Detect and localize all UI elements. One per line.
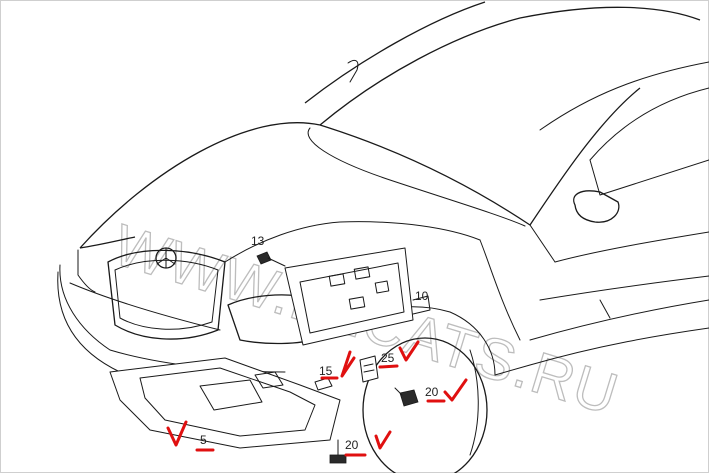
callout-10: 10 [415, 289, 429, 303]
a-pillar-line [304, 1, 486, 104]
part-13-bolt [256, 251, 286, 267]
callout-25: 25 [381, 351, 395, 365]
car-body [57, 1, 709, 376]
checkmark [340, 350, 356, 378]
part-20-screw-lower [329, 439, 347, 464]
shield-slot [374, 280, 390, 294]
callout-20-lower: 20 [345, 438, 359, 452]
screw-head [329, 454, 347, 464]
hood-leading-edge [79, 122, 321, 249]
door-handle [599, 299, 611, 319]
front-corner [77, 249, 96, 293]
shield-slot [328, 273, 346, 287]
bracket-detail [363, 363, 375, 373]
shield-plate [284, 247, 414, 346]
windshield-top [319, 6, 701, 126]
part-10-shield [284, 247, 431, 346]
callout-15: 15 [319, 364, 333, 378]
bracket-body [359, 355, 379, 383]
shield-slot [353, 266, 371, 280]
underline-25 [378, 364, 399, 369]
callout-5: 5 [200, 433, 207, 447]
roof-line [539, 61, 709, 131]
callouts: 13 10 15 25 20 20 5 [200, 234, 439, 452]
screw-shank [394, 387, 403, 396]
red-annotations [166, 340, 468, 457]
part-25-bracket [359, 355, 379, 383]
side-crease [529, 299, 709, 341]
door-line [554, 231, 709, 263]
front-wheel [362, 337, 488, 473]
wiper-nozzle [347, 59, 359, 83]
emblem-star-icon [156, 247, 176, 269]
bolt-shank [267, 257, 286, 267]
side-window-top [589, 87, 709, 161]
callout-20-upper: 20 [425, 385, 439, 399]
tire [362, 337, 488, 473]
checkmark [443, 378, 468, 402]
underbody-panel [109, 357, 341, 449]
tire-tread [469, 349, 479, 456]
shield-inner-frame [299, 262, 405, 334]
grille-inner [114, 259, 219, 330]
windshield-bottom [319, 87, 641, 226]
underbody-mount [254, 371, 284, 389]
shield-slot [348, 296, 366, 310]
callout-13: 13 [251, 234, 265, 248]
sill-line [494, 327, 709, 376]
checkmark [398, 340, 420, 362]
underbody-panel-inner [139, 367, 316, 437]
clip-body [314, 377, 333, 391]
grille-outer [107, 249, 226, 340]
checkmark [166, 420, 188, 447]
checkmark [374, 430, 392, 450]
side-window-bottom [589, 159, 709, 196]
fender-top [224, 221, 481, 263]
hood-crease [307, 127, 526, 227]
side-mirror [573, 190, 620, 223]
shield-tab [412, 295, 431, 315]
bumper-strip [69, 282, 221, 331]
hood-front [79, 236, 136, 249]
part-5-underbody-panel [109, 357, 341, 449]
part-20-screw-upper [394, 387, 419, 407]
underbody-recess [199, 379, 263, 411]
screw-head [399, 389, 419, 407]
bumper-lower [57, 271, 121, 373]
part-15-clip [314, 377, 333, 391]
door-pillar [529, 224, 556, 263]
door-front-edge [479, 239, 521, 341]
bolt-head [256, 251, 272, 265]
side-molding [539, 275, 709, 301]
